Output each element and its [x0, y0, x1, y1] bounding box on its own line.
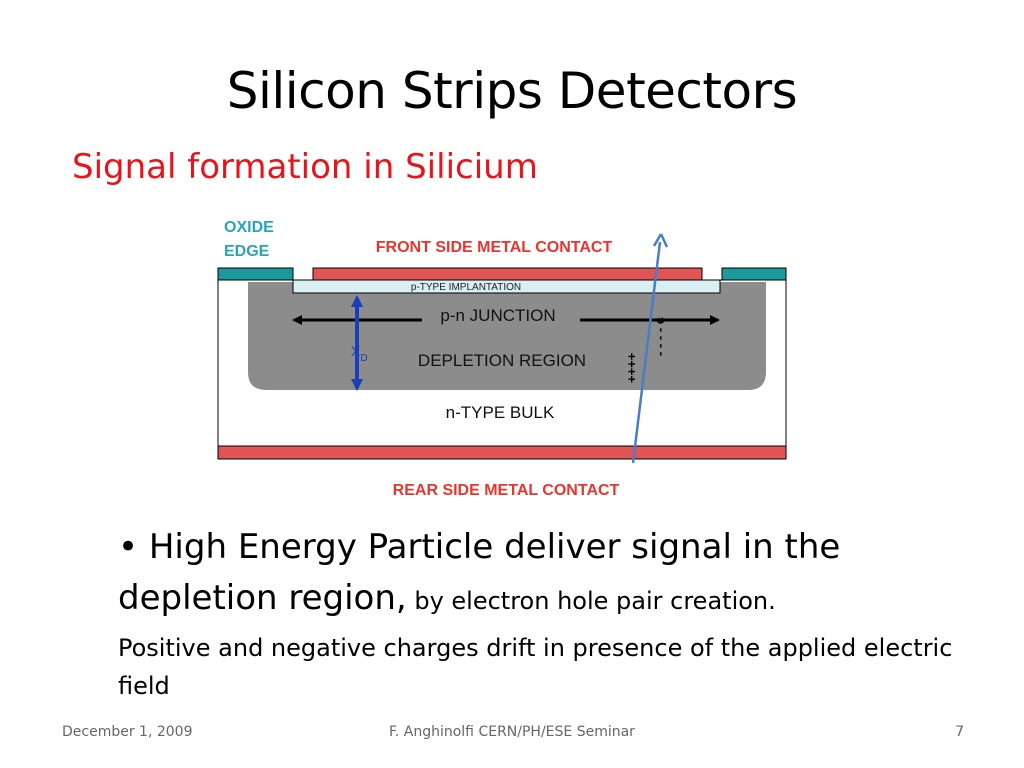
rear-metal-contact [217, 445, 787, 460]
footer-title: F. Anghinolfi CERN/PH/ESE Seminar [389, 724, 635, 740]
oxide-left [217, 267, 294, 281]
junction-label: p-n JUNCTION [440, 306, 555, 325]
particle-track [631, 241, 662, 464]
depletion-region [248, 282, 766, 390]
negative-charges: - - - - c [652, 317, 667, 356]
oxide-edge-label: OXIDE [224, 219, 274, 236]
bullet-line-3: Positive and negative charges drift in p… [118, 634, 953, 700]
depletion-label: DEPLETION REGION [418, 351, 586, 370]
bullet-text-2-large: depletion region, [118, 578, 407, 618]
slide-subtitle: Signal formation in Silicium [72, 147, 538, 187]
positive-charges: ++++ [624, 352, 639, 383]
front-contact-label: FRONT SIDE METAL CONTACT [376, 239, 613, 256]
front-metal-contact [312, 267, 703, 281]
p-type-implantation [292, 279, 721, 294]
bullet-line-1: • High Energy Particle deliver signal in… [118, 522, 978, 572]
bullet-text-1: High Energy Particle deliver signal in t… [138, 527, 841, 567]
xd-label: XD [351, 343, 368, 364]
particle-arrowhead-icon [652, 233, 669, 248]
slide-title: Silicon Strips Detectors [226, 62, 798, 120]
implantation-label: p-TYPE IMPLANTATION [411, 282, 521, 293]
rear-contact-label: REAR SIDE METAL CONTACT [393, 482, 620, 499]
bulk-label: n-TYPE BULK [446, 403, 555, 422]
footer-page-number: 7 [955, 724, 964, 740]
footer-date: December 1, 2009 [62, 724, 193, 740]
oxide-right [721, 267, 787, 281]
bullet-text-2-small: by electron hole pair creation. [406, 587, 776, 615]
bullet-line-2: depletion region, by electron hole pair … [118, 572, 978, 627]
body-text: • High Energy Particle deliver signal in… [118, 522, 978, 705]
oxide-edge-label-2: EDGE [224, 243, 270, 260]
bullet-icon: • [118, 527, 139, 567]
